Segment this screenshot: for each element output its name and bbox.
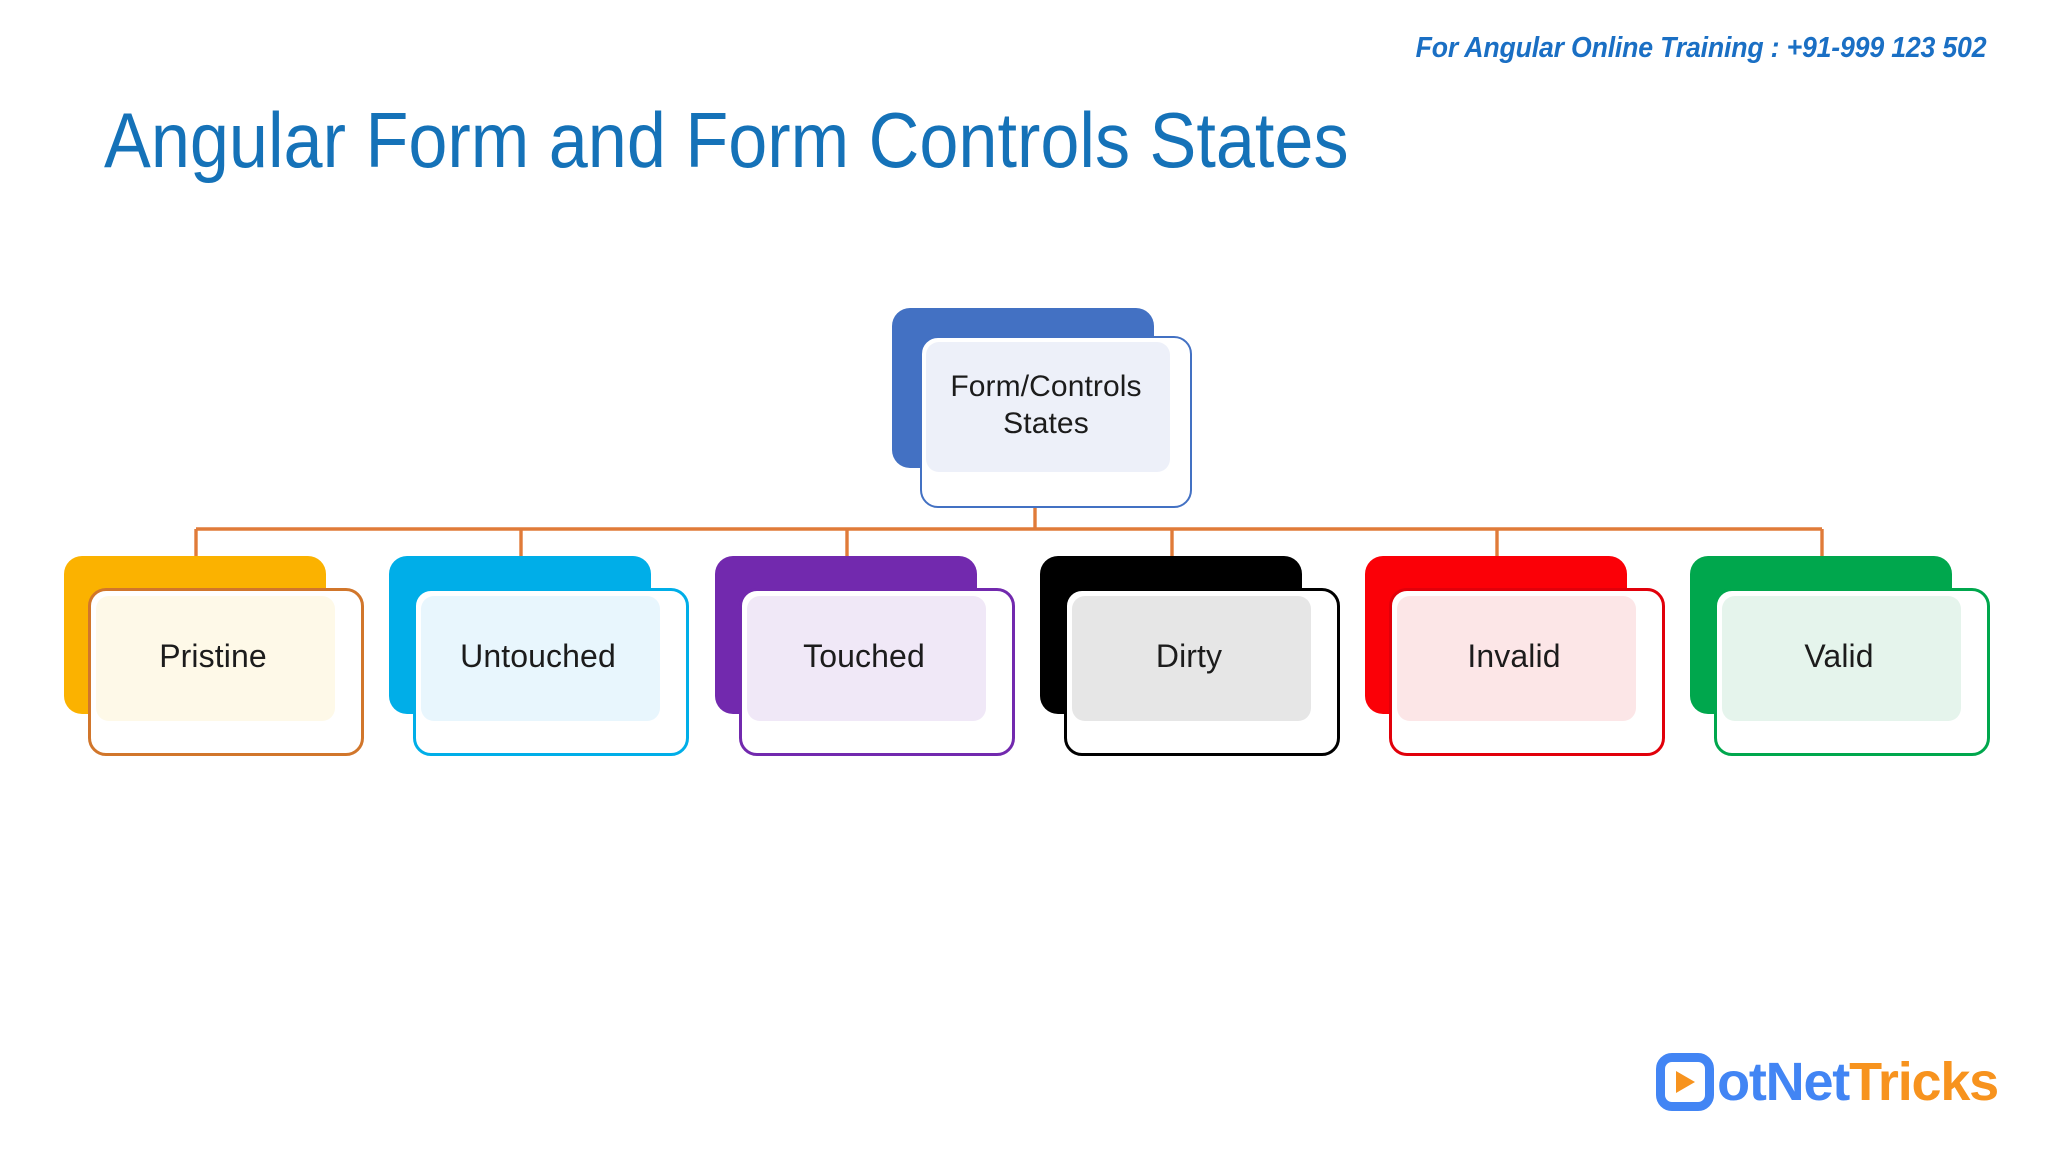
node-inner-fill	[1072, 596, 1311, 721]
dotnettricks-logo[interactable]: otNetTricks	[1656, 1050, 1999, 1114]
node-inner-fill	[926, 342, 1170, 472]
node-label: Invalid	[1467, 638, 1561, 674]
node-label: Touched	[803, 638, 925, 674]
node-label-line1: Form/Controls	[950, 370, 1142, 403]
logo-text-secondary: Tricks	[1849, 1052, 1999, 1112]
node-pristine[interactable]: Pristine	[64, 556, 364, 756]
node-valid[interactable]: Valid	[1690, 556, 1990, 756]
node-inner-fill	[1722, 596, 1961, 721]
node-untouched[interactable]: Untouched	[389, 556, 689, 756]
node-front-card: Untouched	[413, 588, 689, 756]
node-invalid[interactable]: Invalid	[1365, 556, 1665, 756]
logo-text-primary: otNet	[1717, 1052, 1850, 1112]
logo-wordmark: otNetTricks	[1717, 1052, 1999, 1112]
page-title: Angular Form and Form Controls States	[104, 96, 1349, 184]
node-inner-fill	[747, 596, 986, 721]
node-label: Dirty	[1155, 638, 1223, 674]
node-inner-fill	[421, 596, 660, 721]
node-front-card: Form/Controls States	[920, 336, 1192, 508]
node-front-card: Dirty	[1064, 588, 1340, 756]
node-front-card: Invalid	[1389, 588, 1665, 756]
node-front-card: Pristine	[88, 588, 364, 756]
node-label: Pristine	[159, 638, 267, 674]
play-button-icon	[1656, 1053, 1715, 1111]
node-front-card: Valid	[1714, 588, 1990, 756]
node-label-line2: States	[1003, 407, 1089, 440]
training-tagline: For Angular Online Training : +91-999 12…	[1415, 32, 1986, 64]
node-touched[interactable]: Touched	[715, 556, 1015, 756]
node-inner-fill	[96, 596, 335, 721]
node-label: Form/Controls States	[922, 338, 1170, 472]
node-label: Untouched	[460, 638, 616, 674]
node-front-card: Touched	[739, 588, 1015, 756]
node-dirty[interactable]: Dirty	[1040, 556, 1340, 756]
node-inner-fill	[1397, 596, 1636, 721]
node-label: Valid	[1804, 638, 1874, 674]
node-form-controls-states[interactable]: Form/Controls States	[892, 308, 1192, 508]
play-triangle-icon	[1676, 1071, 1696, 1093]
